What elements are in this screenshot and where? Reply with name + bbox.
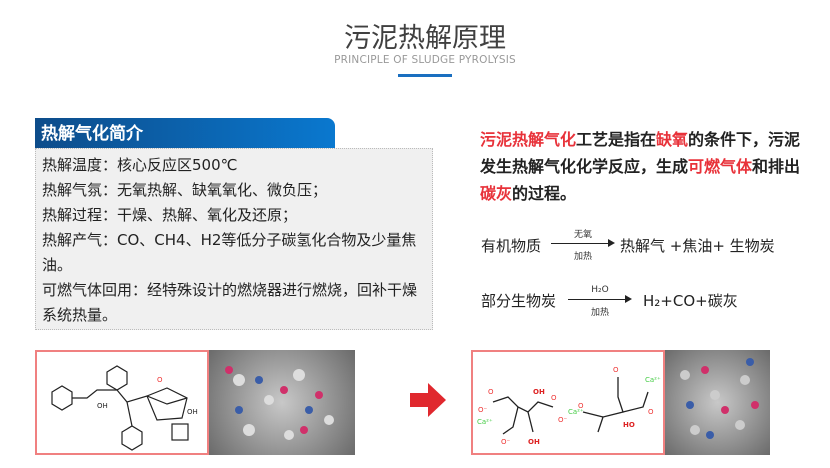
equation-1-condition-above: 无氧 [573,230,592,240]
equation-2-condition-below: 加热 [590,308,609,318]
svg-text:O⁻: O⁻ [478,406,488,414]
svg-text:OH: OH [187,408,198,416]
svg-text:O: O [551,394,557,402]
equation-2-reactant: 部分生物炭 [481,292,557,310]
calcium-ion-label: Ca²⁺ [645,376,661,384]
molecule-balls-icon [225,366,334,440]
text: 工艺是指在 [576,130,657,149]
svg-text:O: O [613,366,619,374]
highlight: 污泥热解气化 [480,130,577,149]
intro-body: 热解温度：核心反应区500℃ 热解气氛：无氧热解、缺氧氧化、微负压； 热解过程：… [35,148,433,330]
intro-line: 热解气氛：无氧热解、缺氧氧化、微负压； [42,181,328,199]
page-subtitle: PRINCIPLE OF SLUDGE PYROLYSIS [334,54,516,66]
text: 和排出 [752,157,801,176]
equation-2-condition-above: H₂O [591,285,609,295]
calcium-ion-label: Ca²⁺ [477,418,493,426]
highlight: 缺氧 [656,130,689,149]
highlight: 可燃气体 [688,157,753,176]
svg-text:O: O [488,388,494,396]
equation-1-condition-below: 加热 [573,252,592,262]
intro-heading: 热解气化简介 [35,118,335,148]
svg-text:O⁻: O⁻ [501,438,511,446]
oh-label: OH [533,388,545,396]
calcium-citrate-structure: O O⁻ O O⁻ O⁻ O O O OH OH HO Ca²⁺ Ca²⁺ Ca²⁺ [471,350,665,455]
svg-text:O⁻: O⁻ [558,416,568,424]
description: 污泥热解气化工艺是指在缺氧的条件下，污泥发生热解气化化学反应，生成可燃气体和排出… [480,126,810,207]
svg-text:O: O [648,408,654,416]
molecule-structure-icon: O O⁻ O O⁻ O⁻ O O O OH OH HO Ca²⁺ Ca²⁺ Ca²⁺ [477,366,661,446]
oh-label: OH [528,438,540,446]
svg-text:OH: OH [97,402,108,410]
right-arrow-icon [410,383,446,417]
equation-2-product: H₂+CO+碳灰 [643,292,738,310]
intro-line: 热解温度：核心反应区500℃ [42,156,238,174]
highlight: 碳灰 [480,184,513,203]
equation-1-product: 热解气 +焦油+ 生物炭 [620,237,775,255]
text: 的过程。 [512,184,577,203]
intro-line: 热解过程：干燥、热解、氧化及还原； [42,206,298,224]
page-title: 污泥热解原理 [344,23,506,54]
calcium-ion-label: Ca²⁺ [568,408,584,416]
intro-line: 可燃气体回用：经特殊设计的燃烧器进行燃烧，回补干燥系统热量。 [42,281,418,324]
molecule-structure-icon: O OH OH [51,365,198,451]
ho-label: HO [623,421,635,429]
svg-text:O: O [157,376,163,384]
title-underline [398,74,452,77]
molecule-model-photo [209,350,355,455]
molecule-model-photo [665,350,770,455]
svg-text:O: O [578,402,584,410]
molecule-balls-icon [680,358,759,439]
text: 的条件下，污泥发生热解气化化学反应，生成 [480,130,801,176]
organic-molecule-structure: O OH OH [35,350,209,455]
intro-line: 热解产气：CO、CH4、H2等低分子碳氢化合物及少量焦油。 [42,231,417,274]
equation-1-reactant: 有机物质 [481,237,542,255]
